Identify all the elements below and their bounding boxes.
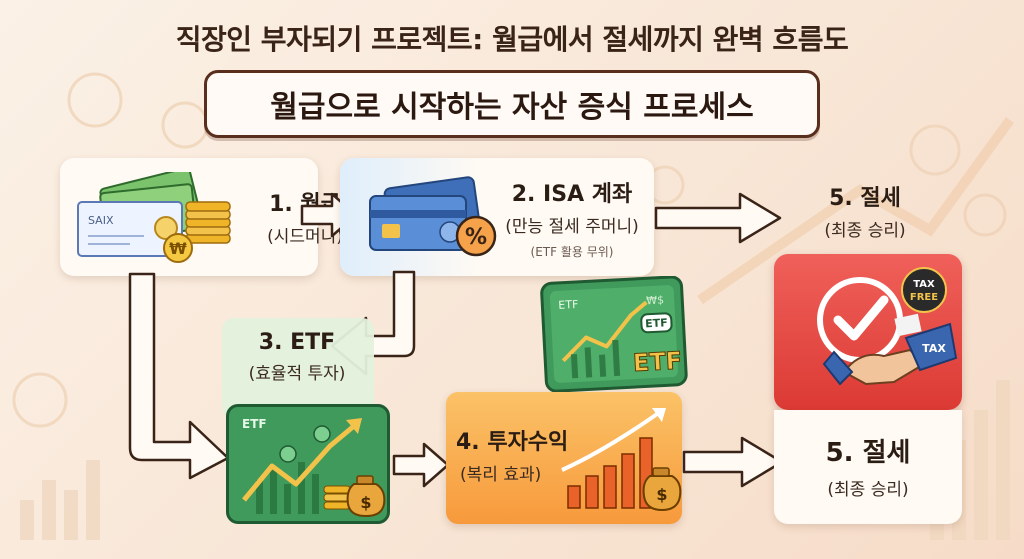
arrow-isa-to-tax bbox=[654, 192, 782, 244]
isa-card: % 2. ISA 계좌 (만능 절세 주머니) (ETF 활용 무위) bbox=[340, 158, 654, 276]
tax-bottom-card bbox=[774, 410, 962, 524]
check-text: SAIX bbox=[88, 214, 114, 227]
etf-chart-icon: ETF $ bbox=[242, 417, 386, 518]
etf-card-tag: ETF bbox=[645, 316, 668, 330]
etf-chart-label: ETF bbox=[242, 417, 267, 431]
tax-badge-line2: FREE bbox=[910, 292, 938, 303]
tax-sleeve-text: TAX bbox=[922, 342, 946, 355]
profit-title: 4. 투자수익 bbox=[456, 430, 569, 455]
page-title: 직장인 부자되기 프로젝트: 월급에서 절세까지 완벽 흐름도 bbox=[175, 23, 849, 56]
subtitle-banner: 월급으로 시작하는 자산 증식 프로세스 bbox=[204, 70, 820, 138]
tax-bottom-title: 5. 절세 bbox=[825, 438, 911, 468]
growth-chart-icon: $ bbox=[561, 408, 682, 512]
etf-subtitle: (효율적 투자) bbox=[248, 364, 346, 384]
tax-top-title: 5. 절세 bbox=[829, 186, 901, 211]
money-icon: SAIX ₩ bbox=[77, 172, 231, 263]
salary-card: SAIX ₩ 1. 월급 (시드머니) bbox=[60, 158, 343, 276]
isa-note: (ETF 활용 무위) bbox=[530, 245, 614, 259]
etf-title: 3. ETF bbox=[258, 330, 336, 355]
profit-subtitle: (복리 효과) bbox=[460, 465, 542, 485]
profit-bag-symbol: $ bbox=[656, 485, 667, 504]
coin-symbol: ₩ bbox=[169, 239, 187, 258]
salary-subtitle: (시드머니) bbox=[267, 227, 343, 247]
arrow-etf-to-profit bbox=[392, 442, 450, 488]
etf-card-label: ETF bbox=[558, 298, 579, 312]
tax-badge-line1: TAX bbox=[913, 279, 935, 290]
tax-top-subtitle: (최종 승리) bbox=[824, 221, 906, 241]
arrow-salary-to-etf bbox=[128, 272, 230, 480]
etf-label-panel bbox=[222, 318, 374, 418]
card-icon: % bbox=[369, 176, 497, 257]
tax-bottom-subtitle: (최종 승리) bbox=[827, 480, 909, 500]
etf-card-symbol: ₩$ bbox=[646, 293, 665, 307]
etf-card-big-text: ETF bbox=[632, 347, 683, 378]
arrow-profit-to-tax bbox=[682, 436, 784, 488]
isa-title: 2. ISA 계좌 bbox=[511, 182, 633, 207]
tax-top-label: 5. 절세 (최종 승리) bbox=[790, 180, 940, 241]
percent-symbol: % bbox=[465, 225, 487, 250]
etf-bag-symbol: $ bbox=[360, 493, 371, 512]
etf-card-icon: ETF ₩$ ETF ETF bbox=[540, 276, 688, 393]
tax-free-icon: TAX FREE TAX bbox=[817, 267, 958, 386]
isa-subtitle: (만능 절세 주머니) bbox=[505, 217, 639, 237]
